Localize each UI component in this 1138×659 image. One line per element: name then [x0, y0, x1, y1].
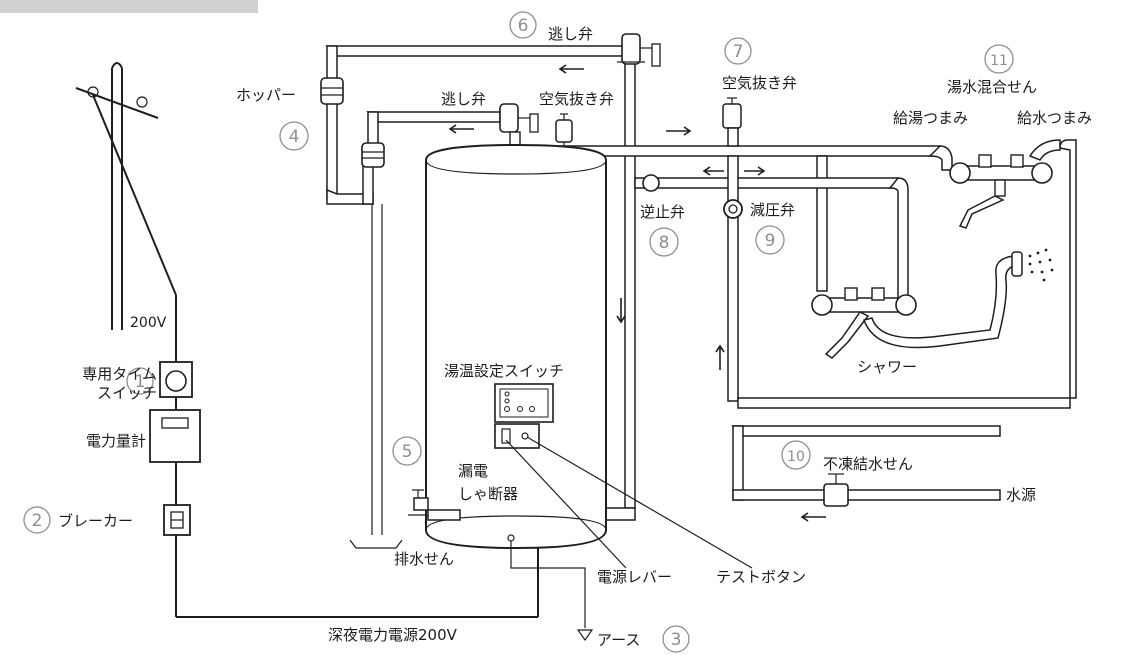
utility-pole: [75, 62, 177, 330]
air-vent-right: [722, 97, 742, 147]
air-vent-inner: [555, 113, 573, 148]
shower-spray: [1028, 248, 1054, 282]
callout-5-number: 5: [402, 442, 413, 462]
callout-7: 7: [724, 37, 752, 65]
label-water-source: 水源: [1006, 486, 1036, 504]
callout-5: 5: [392, 436, 422, 466]
header-band: [0, 0, 258, 13]
callout-8-number: 8: [659, 233, 670, 253]
leakage-breaker-panel: [494, 423, 540, 449]
label-antifreeze-valve: 不凍結水せん: [823, 455, 913, 473]
label-pressure-reducing-valve: 減圧弁: [750, 201, 795, 219]
shower-faucet: [811, 251, 1023, 359]
label-cold-knob: 給水つまみ: [1017, 109, 1092, 127]
hopper-fitting-upper: [320, 77, 344, 105]
label-relief-valve-top: 逃し弁: [548, 25, 593, 43]
callout-9-number: 9: [765, 231, 776, 251]
cold-water-line: [634, 155, 909, 402]
callout-3-number: 3: [671, 630, 682, 650]
callout-4: 4: [279, 121, 309, 151]
callout-4-number: 4: [289, 127, 300, 147]
callout-10: 10: [781, 440, 811, 470]
antifreeze-valve: [823, 473, 849, 507]
callout-11-number: 11: [990, 53, 1008, 69]
label-leakage-breaker-line1: 漏電: [458, 462, 488, 480]
power-meter-box: [149, 409, 201, 463]
label-shower: シャワー: [857, 358, 917, 376]
label-timer-switch-line2: スイッチ: [97, 384, 157, 402]
callout-6-number: 6: [518, 16, 529, 36]
label-night-power: 深夜電力電源200V: [328, 626, 458, 644]
label-timer-switch-line1: 専用タイム: [82, 365, 157, 383]
mixing-faucet: [949, 154, 1053, 229]
callout-6: 6: [509, 11, 537, 39]
pressure-reducing-valve: [723, 199, 743, 219]
label-earth: アース: [597, 631, 640, 649]
callout-1-number: 1: [135, 372, 146, 392]
callout-2-number: 2: [32, 511, 43, 531]
relief-valve-top: [617, 33, 661, 67]
cold-supply-loop: [737, 139, 1077, 409]
earth-wire: [507, 534, 594, 642]
label-temp-switch: 湯温設定スイッチ: [444, 362, 564, 380]
hopper-fitting-lower: [361, 142, 385, 168]
water-heater-tank: [425, 143, 607, 550]
label-voltage-200: 200V: [130, 315, 167, 331]
callout-2: 2: [23, 506, 51, 534]
check-valve: [642, 174, 660, 192]
temp-switch-panel: [494, 383, 554, 423]
label-breaker: ブレーカー: [58, 512, 133, 530]
callout-7-number: 7: [733, 42, 744, 62]
label-leakage-breaker-line2: しゃ断器: [458, 485, 518, 503]
label-check-valve: 逆止弁: [640, 203, 685, 221]
label-air-vent-right: 空気抜き弁: [722, 74, 797, 92]
label-relief-valve-inner: 逃し弁: [441, 90, 486, 108]
label-air-vent-inner: 空気抜き弁: [539, 90, 614, 108]
callout-11: 11: [984, 44, 1014, 74]
water-source-line: [731, 425, 1001, 501]
label-test-button: テストボタン: [716, 568, 806, 586]
callout-9: 9: [755, 225, 785, 255]
leader-lines: [505, 436, 753, 569]
callout-3: 3: [662, 625, 690, 653]
timer-switch-box: [159, 361, 193, 398]
label-mixing-faucet: 湯水混合せん: [947, 78, 1037, 96]
callout-10-number: 10: [787, 449, 805, 465]
label-power-meter: 電力量計: [86, 432, 146, 450]
drain-pipes: [371, 204, 383, 535]
label-hopper: ホッパー: [236, 86, 296, 104]
label-drain-valve: 排水せん: [394, 550, 454, 568]
flow-arrows: [448, 64, 826, 522]
label-power-lever: 電源レバー: [597, 568, 672, 586]
callout-1: 1: [126, 367, 154, 395]
breaker-box: [163, 504, 191, 536]
drain-tap: [349, 489, 461, 549]
callout-8: 8: [649, 227, 679, 257]
label-hot-knob: 給湯つまみ: [893, 109, 968, 127]
hopper-relief-pipe: [325, 45, 631, 205]
